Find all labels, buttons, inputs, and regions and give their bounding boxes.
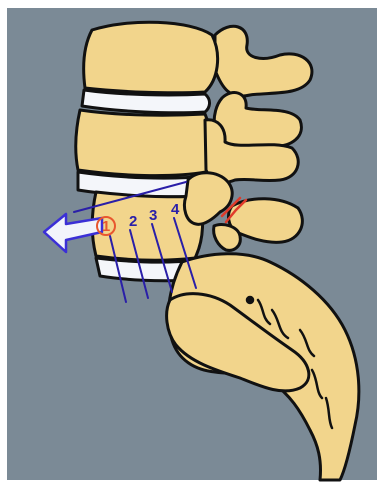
grade-1-label: 1 [102,218,110,235]
upper-disc [82,90,210,113]
upper-vertebral-body [84,22,218,93]
grade-4-label: 4 [171,201,180,218]
sacral-foramen [247,297,253,303]
grade-2-label: 2 [129,213,137,230]
middle-vertebral-body [76,110,212,176]
grade-3-label: 3 [149,207,157,224]
